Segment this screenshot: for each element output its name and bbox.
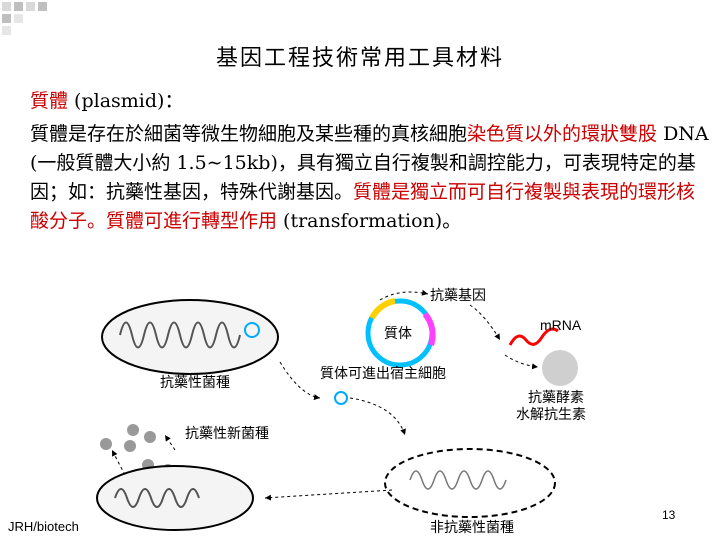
mrna-label: mRNA xyxy=(540,317,582,333)
plasmid-heading: 質體 (plasmid)： xyxy=(30,86,183,113)
enzyme-label-line2: 水解抗生素 xyxy=(516,406,586,422)
free-plasmid xyxy=(334,391,348,405)
enzyme-blob xyxy=(542,350,578,386)
desc-red2: 質體是獨立而可自行複製與表現的環形核酸分子。質體可進行轉型作用 xyxy=(30,181,696,232)
plasmid-label: 質体 xyxy=(384,325,412,341)
heading-term: 質體 xyxy=(30,90,69,112)
exit-host-label: 質体可進出宿主細胞 xyxy=(320,365,446,381)
corner-decoration xyxy=(2,2,47,35)
resistant-bacterium xyxy=(101,299,279,375)
plasmid-ring-icon xyxy=(365,298,436,368)
nonresistant-bacterium xyxy=(384,448,556,518)
desc-part1: 質體是存在於細菌等微生物細胞及某些種的真核細胞 xyxy=(30,123,468,145)
nonresistant-label: 非抗藥性菌種 xyxy=(430,519,514,535)
slide-title: 基因工程技術常用工具材料 xyxy=(215,46,504,71)
resistant-strain-label: 抗藥性菌種 xyxy=(160,374,230,390)
enzyme-label-line1: 抗藥酵素 xyxy=(528,389,584,405)
plasmid-diagram: 質体 抗藥基因 mRNA 抗藥酵素 水解抗生素 抗藥性菌種 質体可進出宿主細胞 … xyxy=(96,287,586,535)
page-number: 13 xyxy=(662,508,676,522)
desc-part2: DNA (一般質體大小約 1.5∼15kb)，具有獨立自行複製和調控能力，可表現… xyxy=(30,123,709,203)
desc-red1: 染色質以外的環狀雙股 xyxy=(467,123,658,145)
bacterium-dna-coil xyxy=(119,321,241,349)
heading-rest: (plasmid)： xyxy=(68,90,184,112)
mrna-strand xyxy=(508,327,559,346)
new-strain-label: 抗藥性新菌種 xyxy=(185,425,269,441)
footer-source: JRH/biotech xyxy=(8,519,79,534)
resistance-gene-label: 抗藥基因 xyxy=(430,287,486,303)
small-plasmid xyxy=(244,322,260,338)
desc-part3: (transformation)。 xyxy=(277,210,462,232)
plasmid-description: 質體是存在於細菌等微生物細胞及某些種的真核細胞染色質以外的環狀雙股 DNA (一… xyxy=(30,120,710,236)
